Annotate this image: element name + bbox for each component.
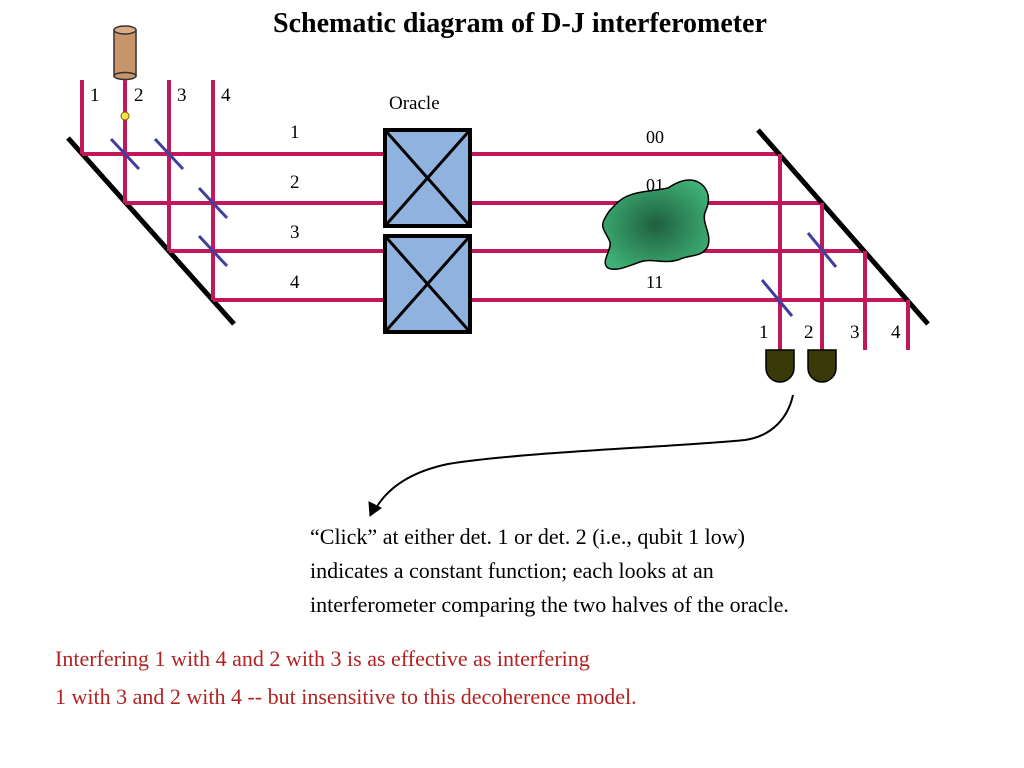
input-port-label-3: 3 bbox=[177, 85, 187, 106]
horizontal-beams bbox=[82, 152, 908, 302]
output-beams bbox=[778, 154, 910, 350]
detector-label-3: 3 bbox=[850, 322, 860, 343]
detector-label-4: 4 bbox=[891, 322, 901, 343]
left-mirror bbox=[66, 136, 236, 326]
input-port-label-1: 1 bbox=[90, 85, 100, 106]
caption-line: “Click” at either det. 1 or det. 2 (i.e.… bbox=[310, 524, 745, 549]
detector-1 bbox=[765, 349, 795, 383]
input-beams bbox=[80, 80, 215, 300]
note: Interfering 1 with 4 and 2 with 3 is as … bbox=[55, 640, 955, 716]
note-line: 1 with 3 and 2 with 4 -- but insensitive… bbox=[55, 684, 637, 709]
decoherence-blob bbox=[601, 179, 710, 271]
right-mirror bbox=[756, 128, 930, 326]
detector-label-1: 1 bbox=[759, 322, 769, 343]
photon-source bbox=[113, 25, 137, 81]
caption-line: interferometer comparing the two halves … bbox=[310, 592, 789, 617]
note-line: Interfering 1 with 4 and 2 with 3 is as … bbox=[55, 646, 590, 671]
rail-label-4: 4 bbox=[290, 272, 300, 293]
caption: “Click” at either det. 1 or det. 2 (i.e.… bbox=[310, 520, 950, 622]
state-label-11: 11 bbox=[646, 272, 664, 292]
oracle-box-bottom bbox=[383, 234, 472, 334]
rail-label-3: 3 bbox=[290, 222, 300, 243]
left-beam-splitters bbox=[109, 137, 229, 268]
right-beam-splitters bbox=[760, 232, 838, 317]
photon-dot bbox=[120, 111, 130, 121]
page-title: Schematic diagram of D-J interferometer bbox=[273, 8, 767, 39]
oracle-box-top bbox=[383, 128, 472, 228]
oracle-label: Oracle bbox=[389, 93, 440, 114]
rail-label-2: 2 bbox=[290, 172, 300, 193]
input-port-label-4: 4 bbox=[221, 85, 231, 106]
input-port-label-2: 2 bbox=[134, 85, 144, 106]
pointer-arrow bbox=[368, 394, 794, 517]
detector-label-2: 2 bbox=[804, 322, 814, 343]
detector-2 bbox=[807, 349, 837, 383]
caption-line: indicates a constant function; each look… bbox=[310, 558, 714, 583]
rail-label-1: 1 bbox=[290, 122, 300, 143]
state-label-00: 00 bbox=[646, 127, 664, 147]
